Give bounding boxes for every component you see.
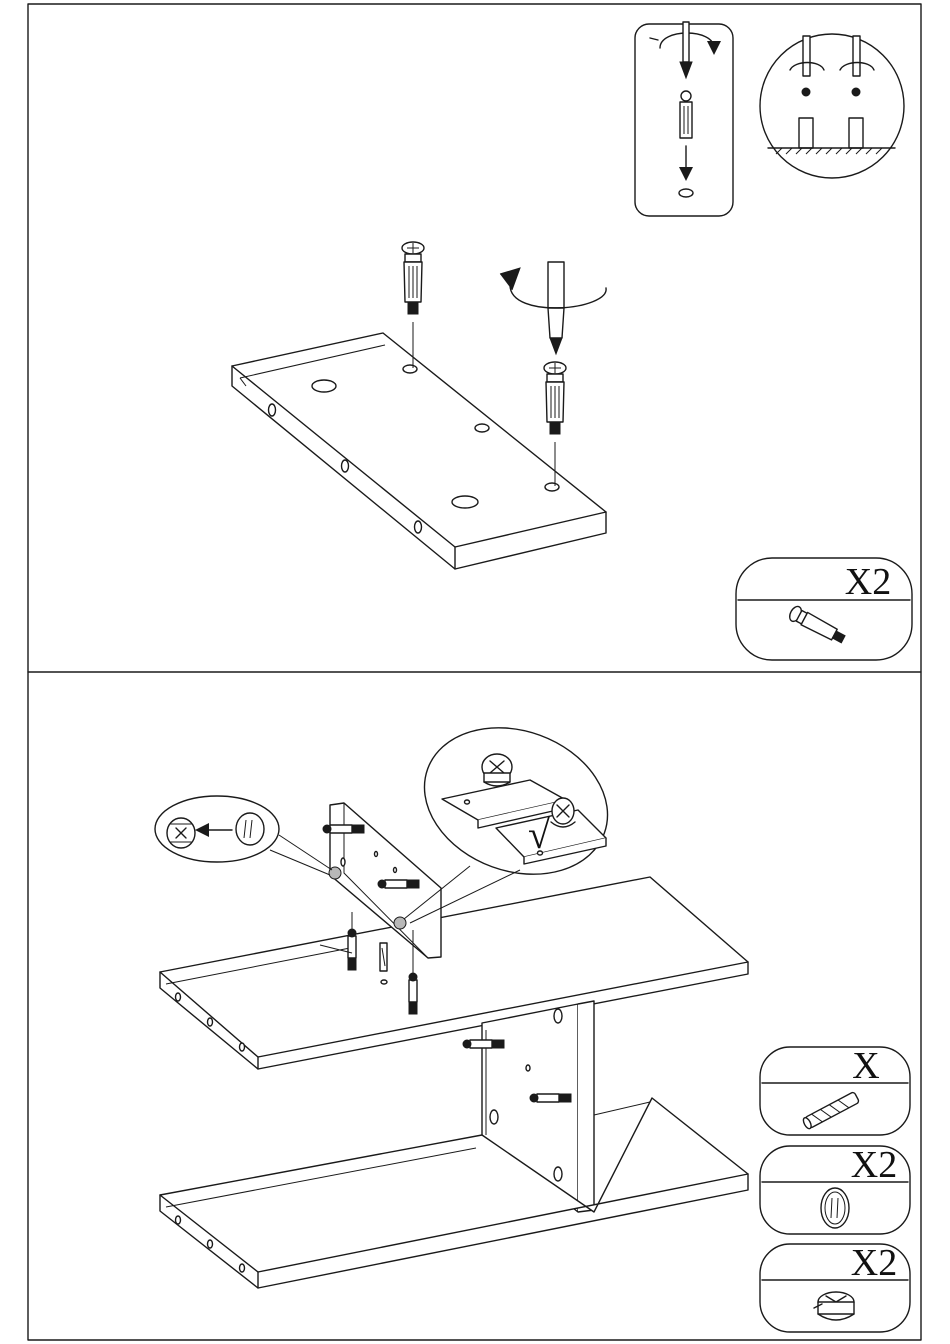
step2-panel: √ X X2 (155, 703, 910, 1332)
cam-bolt-left (402, 242, 424, 368)
step2-top-shelf (160, 877, 748, 1069)
screwdriver-icon (500, 262, 606, 354)
step2-bottom-shelf (160, 1098, 748, 1288)
step1-parts-box: X2 (736, 558, 912, 660)
cover-cap-detail (155, 796, 332, 875)
cam-quantity-text: X2 (851, 1242, 897, 1284)
cap-quantity-text: X2 (851, 1144, 897, 1186)
cover-cap-icon-small (236, 813, 264, 845)
step2-parts-box-cam: X2 (760, 1242, 910, 1332)
cover-cap-icon (821, 1188, 849, 1228)
cam-lock-icon-small (167, 818, 195, 848)
detail-insert-box (635, 22, 733, 216)
step1-panel: X2 (232, 22, 912, 660)
dowel-quantity-text: X (852, 1045, 879, 1087)
step1-quantity-text: X2 (845, 561, 891, 603)
screw-depth-icon (760, 34, 904, 178)
step2-parts-box-dowel: X (760, 1045, 910, 1135)
step2-parts-box-cap: X2 (760, 1144, 910, 1234)
cam-lock-detail-top (482, 754, 512, 786)
check-mark-text: √ (528, 812, 550, 857)
